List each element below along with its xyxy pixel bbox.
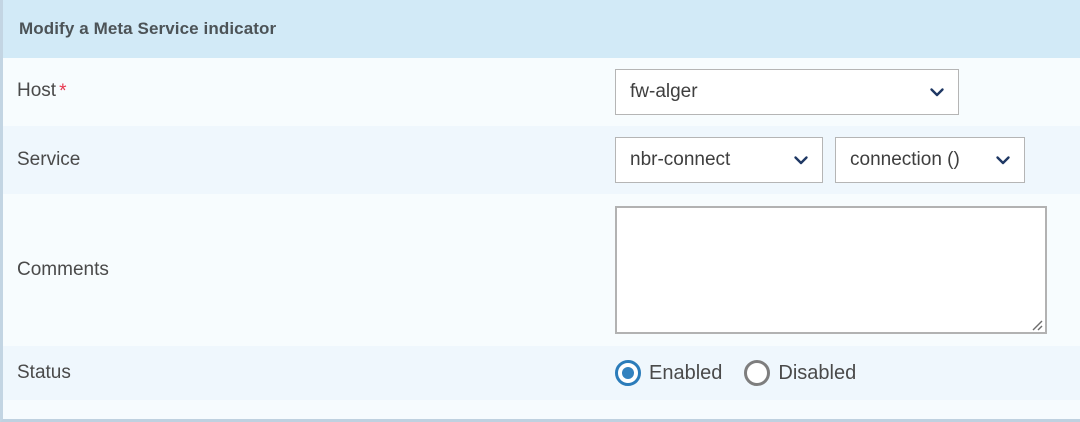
host-label: Host* [17,80,615,103]
panel-header: Modify a Meta Service indicator [3,0,1080,58]
service-control: nbr-connect connection () [615,137,1025,183]
comments-label: Comments [17,258,109,280]
host-select-value: fw-alger [630,81,698,102]
service-select-value: nbr-connect [630,149,731,170]
status-radio-disabled-label: Disabled [778,361,857,384]
chevron-down-icon [929,84,945,100]
status-radio-disabled[interactable]: Disabled [744,360,856,386]
required-asterisk: * [59,81,67,103]
status-radio-enabled[interactable]: Enabled [615,360,722,386]
host-control: fw-alger [615,69,959,115]
comments-control [615,206,1047,334]
form-row-status: Status Enabled Disabled [3,346,1080,400]
service-label: Service [17,148,81,170]
chevron-down-icon [793,152,809,168]
status-radio-group: Enabled Disabled [615,360,856,386]
metric-select-value: connection () [850,149,960,170]
host-label-text: Host [17,80,57,102]
chevron-down-icon [995,152,1011,168]
service-select[interactable]: nbr-connect [615,137,823,183]
status-label: Status [17,361,71,383]
form-row-service: Service nbr-connect connection () [3,126,1080,194]
host-select[interactable]: fw-alger [615,69,959,115]
page-title: Modify a Meta Service indicator [19,19,277,38]
radio-selected-icon [615,360,641,386]
radio-unselected-icon [744,360,771,386]
form-row-comments: Comments [3,194,1080,346]
metric-select[interactable]: connection () [835,137,1025,183]
form-row-host: Host* fw-alger [3,58,1080,126]
comments-textarea[interactable] [615,206,1047,334]
status-radio-enabled-label: Enabled [649,361,723,384]
